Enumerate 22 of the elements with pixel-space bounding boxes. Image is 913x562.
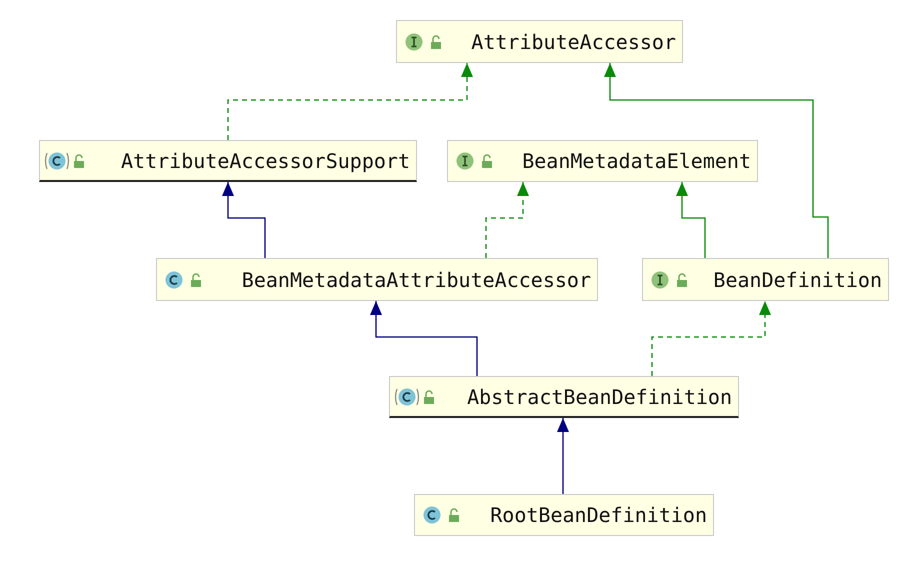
class-name: AttributeAccessorSupport — [121, 148, 410, 172]
class-name: BeanMetadataAttributeAccessor — [242, 268, 591, 292]
inheritance-arrow — [485, 182, 529, 258]
class-name: AbstractBeanDefinition — [467, 384, 732, 408]
interface-box — [396, 20, 683, 63]
class-name: RootBeanDefinition — [490, 503, 707, 527]
inheritance-arrow — [676, 182, 706, 258]
class-name: BeanMetadataElement — [522, 149, 751, 173]
class-name: AttributeAccessor — [471, 30, 676, 54]
inheritance-arrow — [651, 301, 771, 376]
inheritance-arrow — [222, 182, 266, 258]
class-name: BeanDefinition — [713, 268, 882, 292]
interface-box — [447, 140, 758, 182]
inheritance-arrow — [557, 418, 569, 494]
class-box — [156, 258, 598, 301]
class-box — [39, 140, 417, 182]
class-box — [414, 494, 714, 536]
class-box — [389, 376, 739, 418]
inheritance-arrow — [604, 63, 829, 258]
inheritance-arrow — [370, 301, 478, 376]
interface-box — [642, 258, 889, 301]
inheritance-arrow — [227, 63, 473, 140]
